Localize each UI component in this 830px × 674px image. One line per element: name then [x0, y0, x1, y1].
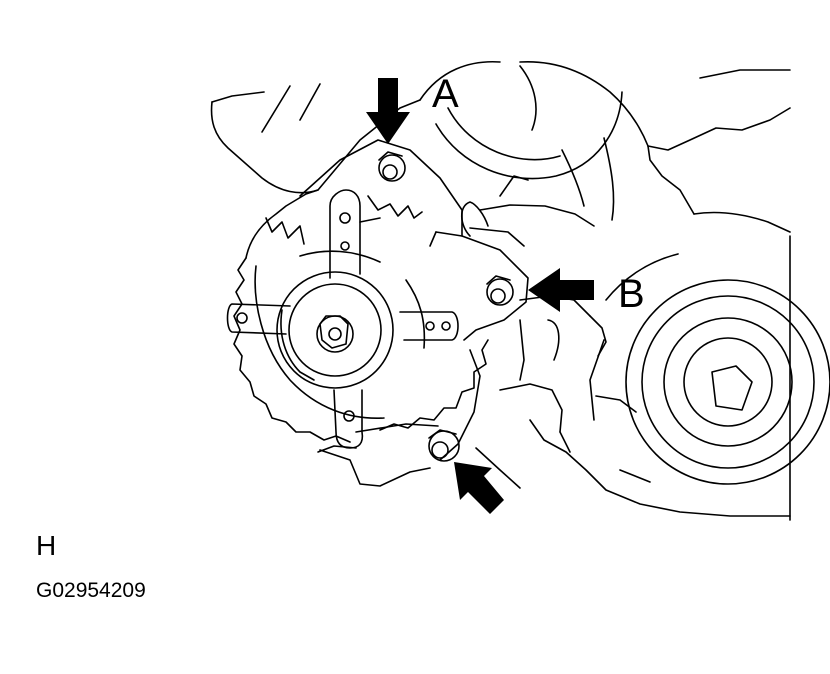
callout-a-label: A [432, 72, 459, 116]
holding-tool [226, 189, 459, 449]
timing-sprocket [233, 189, 489, 443]
arrow-a-icon [366, 78, 410, 144]
view-code-label: H [36, 530, 57, 561]
callout-b-label: B [618, 272, 645, 316]
bolt-b [486, 275, 514, 306]
bolt-lower [428, 429, 460, 462]
figure-id-label: G02954209 [36, 579, 146, 602]
bolt-a [378, 151, 406, 182]
tensioner-bracket [299, 139, 529, 487]
arrow-b-icon [528, 268, 594, 312]
engine-housing [210, 60, 830, 521]
arrow-lower-icon [454, 462, 504, 514]
